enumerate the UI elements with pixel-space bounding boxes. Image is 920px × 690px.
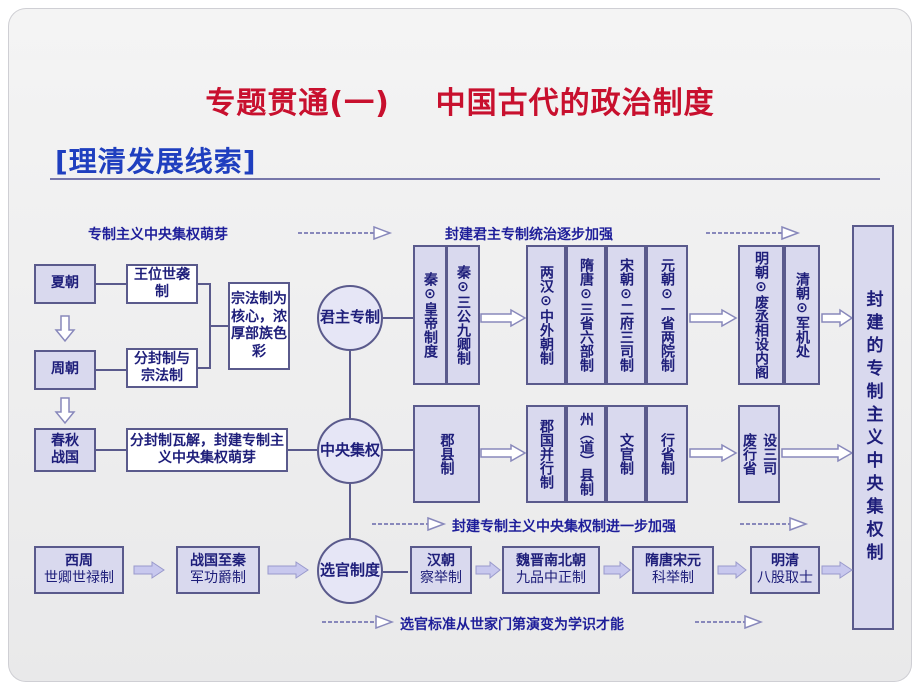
circle-official-selection: 选官制度: [317, 538, 383, 604]
right-arrow-icon: [480, 308, 527, 328]
label: 战国至秦: [190, 552, 246, 569]
connector: [96, 283, 126, 285]
connector: [288, 449, 317, 451]
node-qing-grand-council: 清朝⊙军机处: [784, 245, 820, 385]
right-arrow-icon: [689, 308, 738, 328]
node-zhanguo-qin: 战国至秦军功爵制: [176, 546, 260, 594]
node-hereditary-throne: 王位世袭制: [126, 264, 198, 304]
node-zhou-dao-xian: 州︵道︶县制: [566, 405, 606, 503]
label: 世卿世禄制: [44, 570, 114, 586]
label: 军功爵制: [190, 570, 246, 586]
label: 明清: [771, 552, 799, 569]
circle-central-power: 中央集权: [317, 418, 383, 484]
connector: [383, 449, 413, 451]
right-arrow-icon: [689, 443, 738, 463]
right-arrow-icon: [821, 308, 854, 328]
right-arrow-icon: [821, 561, 853, 579]
right-arrow-icon: [717, 560, 747, 580]
node-zhou: 周朝: [34, 350, 96, 390]
label: 隋唐宋元: [645, 552, 701, 569]
dashed-arrow-icon: [298, 225, 393, 241]
connector: [198, 367, 210, 369]
connector: [349, 484, 351, 538]
dashed-arrow-icon: [372, 516, 447, 532]
note-sprout: 专制主义中央集权萌芽: [88, 227, 228, 243]
right-arrow-icon: [480, 443, 527, 463]
node-qin-commandery: 郡县制: [413, 405, 480, 503]
node-mingqing-eight-legged: 明清八股取士: [750, 546, 820, 594]
label: 魏晋南北朝: [516, 552, 586, 569]
right-arrow-icon: [781, 443, 854, 463]
three-si-text: 设三司: [761, 433, 778, 475]
label: 察举制: [420, 570, 462, 586]
node-han-recommend: 汉朝察举制: [410, 546, 472, 594]
node-han-inner-outer: 两汉⊙中外朝制: [526, 245, 566, 385]
right-arrow-icon: [133, 561, 165, 579]
node-final-conclusion: 封建的专制主义中央集权制: [852, 225, 894, 630]
note-further: 封建专制主义中央集权制进一步加强: [452, 519, 676, 535]
node-yuan-one-sheng: 元朝⊙一省两院制: [646, 245, 688, 385]
connector: [210, 325, 228, 327]
dashed-arrow-icon: [695, 614, 764, 630]
label: 西周: [65, 552, 93, 569]
node-suitang-three-dept: 隋唐⊙三省六部制: [566, 245, 606, 385]
node-chunqiu: 春秋 战国: [34, 428, 96, 472]
label: 九品中正制: [516, 570, 586, 586]
node-three-si: 设三司 废行省: [738, 405, 780, 503]
connector: [96, 369, 126, 371]
node-enfeoffment-collapse: 分封制瓦解，封建专制主义中央集权萌芽: [126, 428, 288, 472]
circle-monarch-autocracy: 君主专制: [317, 285, 383, 351]
label: 八股取士: [757, 570, 813, 586]
node-clan-system: 宗法制为核心，浓厚部族色彩: [228, 282, 290, 370]
dashed-arrow-icon: [322, 614, 395, 630]
node-song-two-fu: 宋朝⊙二府三司制: [606, 245, 646, 385]
connector: [383, 317, 413, 319]
node-enfeoffment: 分封制与宗法制: [126, 348, 198, 388]
down-arrow-icon: [54, 397, 76, 425]
right-arrow-icon: [603, 560, 631, 580]
node-ming-abolish-chancellor: 明朝⊙废丞相设内阁: [738, 245, 784, 385]
node-xizhou-hereditary: 西周世卿世禄制: [34, 546, 124, 594]
node-qin-ministers: 秦⊙三公九卿制: [446, 245, 480, 385]
node-qin-emperor: 秦⊙皇帝制度: [413, 245, 447, 385]
node-suitang-exam: 隋唐宋元科举制: [632, 546, 714, 594]
connector: [96, 449, 126, 451]
dashed-arrow-icon: [706, 225, 801, 241]
connector: [198, 283, 210, 285]
divider: [50, 178, 880, 180]
note-selection-standard: 选官标准从世家门第演变为学识才能: [400, 617, 624, 633]
right-arrow-icon: [267, 561, 309, 579]
down-arrow-icon: [54, 315, 76, 343]
label: 汉朝: [427, 552, 455, 569]
section-heading: [理清发展线索]: [55, 145, 257, 178]
node-xia: 夏朝: [34, 264, 96, 304]
note-strengthen: 封建君主专制统治逐步加强: [445, 227, 613, 243]
node-wei-nine-rank: 魏晋南北朝九品中正制: [502, 546, 600, 594]
node-han-parallel: 郡国并行制: [526, 405, 566, 503]
node-civil-officials: 文官制: [606, 405, 646, 503]
node-province: 行省制: [646, 405, 688, 503]
connector: [349, 351, 351, 418]
connector: [383, 571, 408, 573]
abolish-province-text: 废行省: [741, 433, 757, 475]
page-title: 专题贯通(一) 中国古代的政治制度: [205, 86, 715, 121]
dashed-arrow-icon: [740, 516, 809, 532]
label: 科举制: [652, 570, 694, 586]
right-arrow-icon: [475, 560, 501, 580]
